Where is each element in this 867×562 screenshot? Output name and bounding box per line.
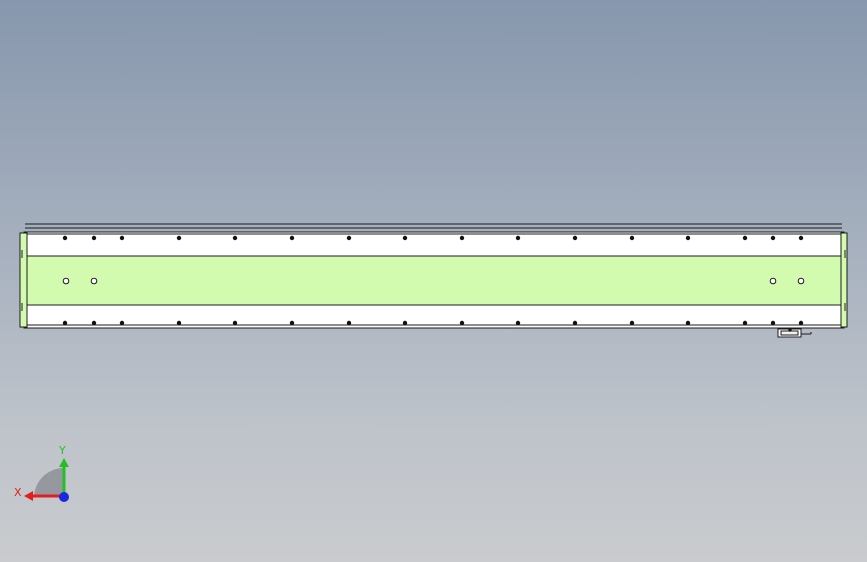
mounting-hole bbox=[90, 277, 98, 285]
bolt-hole bbox=[770, 320, 776, 326]
bolt-hole bbox=[91, 235, 97, 241]
bolt-hole bbox=[798, 320, 804, 326]
bolt-hole bbox=[742, 320, 748, 326]
bottom-bolt-row bbox=[62, 320, 804, 326]
bolt-hole bbox=[685, 320, 691, 326]
left-end-cap bbox=[19, 232, 28, 328]
mounting-hole bbox=[769, 277, 777, 285]
bracket-screw bbox=[788, 328, 792, 332]
top-bolt-row bbox=[62, 235, 804, 241]
bolt-hole bbox=[402, 320, 408, 326]
bolt-hole bbox=[346, 235, 352, 241]
mounting-hole bbox=[797, 277, 805, 285]
z-axis-dot bbox=[59, 492, 69, 502]
bolt-hole bbox=[459, 320, 465, 326]
sensor-bracket bbox=[777, 328, 812, 338]
bolt-hole bbox=[289, 320, 295, 326]
center-slot-face bbox=[26, 255, 842, 306]
x-axis-head bbox=[24, 491, 33, 501]
bolt-hole bbox=[232, 320, 238, 326]
bolt-hole bbox=[685, 235, 691, 241]
bolt-hole bbox=[572, 320, 578, 326]
bolt-hole bbox=[459, 235, 465, 241]
bolt-hole bbox=[176, 235, 182, 241]
y-axis-head bbox=[59, 458, 69, 467]
bolt-hole bbox=[62, 235, 68, 241]
y-axis-label: Y bbox=[58, 444, 66, 457]
bolt-hole bbox=[798, 235, 804, 241]
bolt-hole bbox=[515, 235, 521, 241]
bolt-hole bbox=[289, 235, 295, 241]
bolt-hole bbox=[119, 235, 125, 241]
bolt-hole bbox=[770, 235, 776, 241]
bolt-hole bbox=[346, 320, 352, 326]
bolt-hole bbox=[176, 320, 182, 326]
bolt-hole bbox=[232, 235, 238, 241]
bolt-hole bbox=[62, 320, 68, 326]
extrusion-part[interactable] bbox=[19, 223, 848, 338]
slot-holes bbox=[62, 277, 805, 285]
bolt-hole bbox=[515, 320, 521, 326]
x-axis-label: X bbox=[14, 486, 22, 499]
bolt-hole bbox=[119, 320, 125, 326]
bolt-hole bbox=[572, 235, 578, 241]
bolt-hole bbox=[629, 320, 635, 326]
bolt-hole bbox=[402, 235, 408, 241]
bolt-hole bbox=[91, 320, 97, 326]
right-end-cap bbox=[840, 232, 848, 328]
bolt-hole bbox=[629, 235, 635, 241]
bolt-hole bbox=[742, 235, 748, 241]
mounting-hole bbox=[62, 277, 70, 285]
triad-plane-shading bbox=[34, 467, 64, 496]
view-orientation-triad[interactable]: X Y bbox=[12, 440, 76, 510]
